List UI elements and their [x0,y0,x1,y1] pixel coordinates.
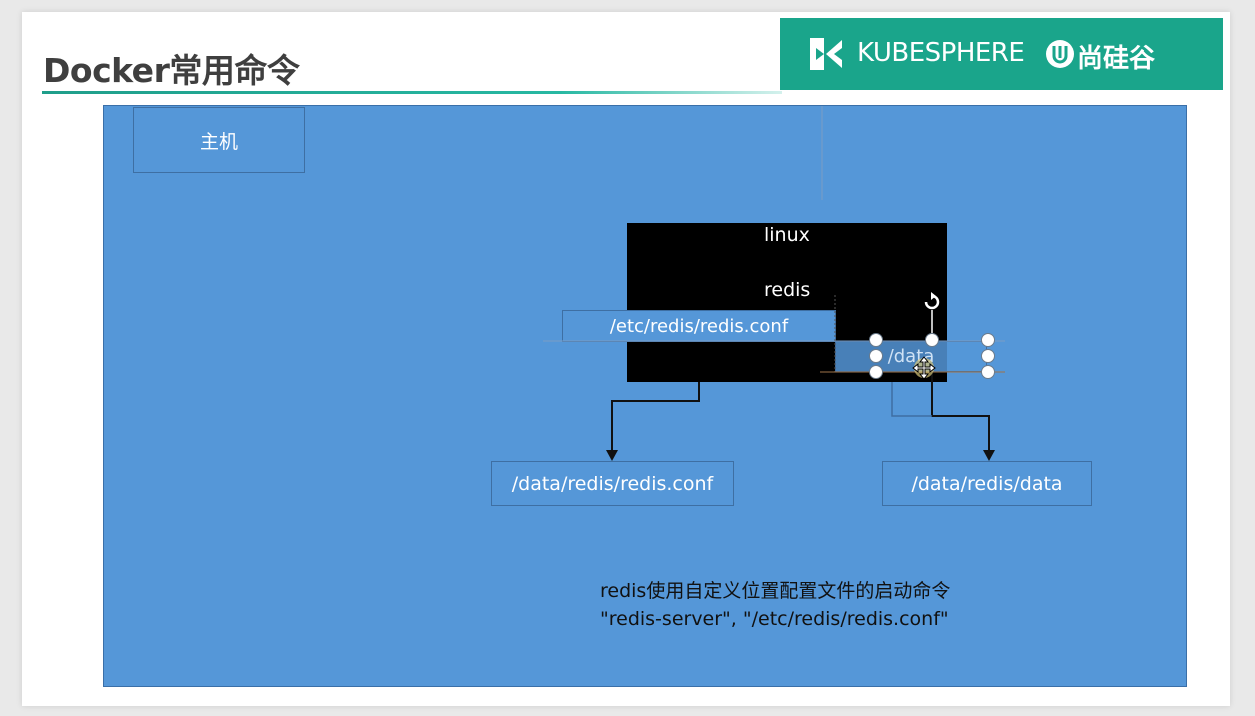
linux-label: linux [764,224,810,246]
kubesphere-wordmark: KUBESPHERE [857,38,1025,68]
note-line-2: "redis-server", "/etc/redis/redis.conf" [600,608,949,630]
host-conf-path-box[interactable]: /data/redis/redis.conf [491,461,734,506]
redis-label: redis [764,279,811,301]
kubesphere-logo-icon [810,38,842,70]
atguigu-wordmark: 尚硅谷 [1077,44,1156,74]
startup-command-note: redis使用自定义位置配置文件的启动命令 "redis-server", "/… [600,577,950,633]
host-label-box: 主机 [133,107,305,173]
atguigu-logo-icon [1046,40,1074,68]
host-data-path-box[interactable]: /data/redis/data [882,461,1092,506]
slide-title: Docker常用命令 [43,51,300,90]
note-line-1: redis使用自定义位置配置文件的启动命令 [600,580,951,602]
title-underline [42,91,782,94]
brand-banner: KUBESPHERE 尚硅谷 [780,18,1223,90]
container-data-path-box[interactable]: /data [835,341,987,372]
container-conf-path-box[interactable]: /etc/redis/redis.conf [562,310,836,342]
